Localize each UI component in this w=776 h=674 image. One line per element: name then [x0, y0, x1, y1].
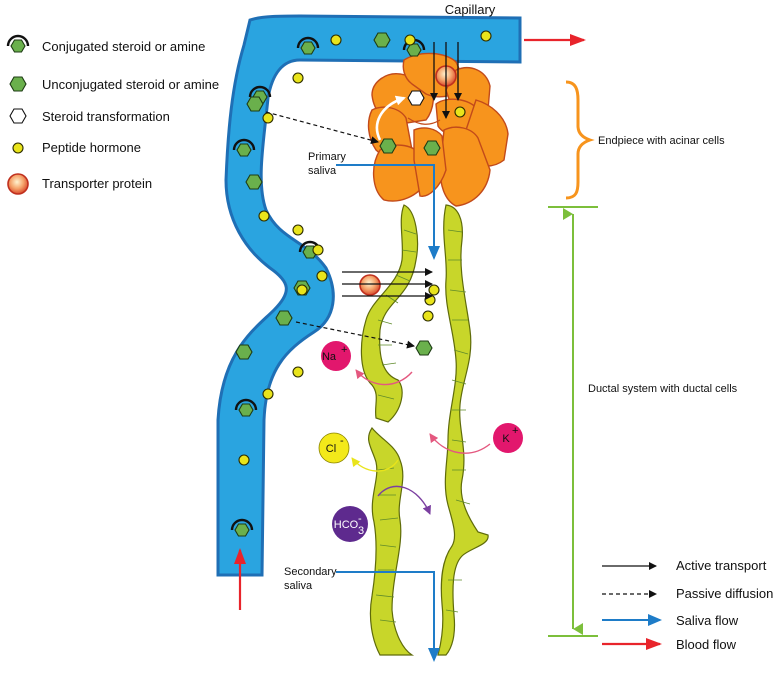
endpiece-bracket — [565, 80, 595, 200]
peptide-hormone-icon-8 — [316, 270, 328, 282]
legend-transporter-icon — [7, 173, 29, 195]
unconjugated-steroid-icon-1 — [373, 32, 391, 48]
arrow-key: Active transport Passive diffusion Saliv… — [602, 558, 773, 652]
legend-transformation-icon — [9, 108, 27, 124]
active-transport-arrows — [342, 42, 462, 300]
peptide-hormone-icon-4 — [292, 72, 304, 84]
secondary-saliva-label-2: saliva — [284, 580, 313, 592]
saliva-flow-arrows — [336, 164, 440, 662]
ion-k: K + — [429, 423, 523, 454]
peptide-hormone-icon-1 — [330, 34, 342, 46]
ion-cl: Cl - — [318, 432, 399, 472]
primary-saliva-label-1: Primary — [308, 151, 346, 163]
legend-transformation-label: Steroid transformation — [42, 109, 170, 124]
svg-text:Cl: Cl — [326, 443, 336, 455]
molecules-layer — [230, 30, 492, 538]
endpiece-label: Endpiece with acinar cells — [598, 135, 725, 147]
unconjugated-steroid-icon-2 — [246, 96, 264, 112]
ion-na: Na + — [321, 341, 413, 386]
legend-peptide-icon — [12, 142, 24, 154]
unconjugated-steroid-icon-6 — [275, 310, 293, 326]
svg-text:Na: Na — [322, 351, 337, 363]
legend: Conjugated steroid or amine Unconjugated… — [6, 34, 219, 195]
peptide-hormone-icon-17 — [454, 106, 466, 118]
key-passive-label: Passive diffusion — [676, 586, 773, 601]
transformation-arrow — [375, 95, 406, 141]
blood-flow-arrows — [234, 34, 586, 610]
legend-conjugated-icon — [6, 34, 30, 54]
primary-saliva-label-2: saliva — [308, 165, 337, 177]
peptide-hormone-icon-9 — [312, 244, 324, 256]
acinar-endpiece — [367, 52, 509, 207]
peptide-hormone-icon-16 — [422, 310, 434, 322]
unconjugated-steroid-icon-8 — [423, 140, 441, 156]
ductal-label: Ductal system with ductal cells — [588, 383, 738, 395]
ion-hco3: HCO 3 - — [332, 485, 431, 542]
peptide-hormone-icon-12 — [262, 388, 274, 400]
duct-left-wall — [360, 204, 419, 656]
duct-cell-lines — [375, 229, 471, 623]
peptide-hormone-icon-6 — [258, 210, 270, 222]
unconjugated-steroid-icon-4 — [235, 344, 253, 360]
svg-text:+: + — [341, 344, 347, 356]
svg-text:3: 3 — [358, 525, 364, 537]
secondary-saliva-label-1: Secondary — [284, 566, 337, 578]
legend-peptide-label: Peptide hormone — [42, 140, 141, 155]
svg-text:K: K — [502, 433, 510, 445]
ductal-bracket — [548, 206, 598, 637]
peptide-hormone-icon-13 — [238, 454, 250, 466]
peptide-hormone-icon-3 — [480, 30, 492, 42]
svg-text:-: - — [340, 435, 344, 447]
peptide-hormone-icon-2 — [404, 34, 416, 46]
peptide-hormone-icon-11 — [292, 366, 304, 378]
key-saliva-label: Saliva flow — [676, 613, 739, 628]
legend-transporter-label: Transporter protein — [42, 176, 152, 191]
unconjugated-steroid-icon-3 — [245, 174, 263, 190]
key-blood-label: Blood flow — [676, 637, 737, 652]
peptide-hormone-icon-10 — [296, 284, 308, 296]
svg-text:HCO: HCO — [334, 519, 359, 531]
legend-unconjugated-label: Unconjugated steroid or amine — [42, 77, 219, 92]
key-active-label: Active transport — [676, 558, 767, 573]
svg-text:+: + — [512, 425, 518, 437]
unconjugated-steroid-icon-9 — [415, 340, 433, 356]
passive-diffusion-arrows — [265, 111, 415, 349]
transporter-duct — [359, 274, 381, 296]
peptide-hormone-icon-7 — [292, 224, 304, 236]
legend-conjugated-label: Conjugated steroid or amine — [42, 39, 205, 54]
legend-unconjugated-icon — [9, 76, 27, 92]
peptide-hormone-icon-14 — [428, 284, 440, 296]
transformed-steroid-icon — [407, 90, 425, 106]
capillary-label: Capillary — [445, 2, 496, 17]
peptide-hormone-icon-5 — [262, 112, 274, 124]
duct-right-wall — [437, 204, 489, 656]
unconjugated-steroid-icon-7 — [379, 138, 397, 154]
svg-text:-: - — [358, 513, 362, 525]
acinar-lumen-line — [407, 117, 441, 125]
